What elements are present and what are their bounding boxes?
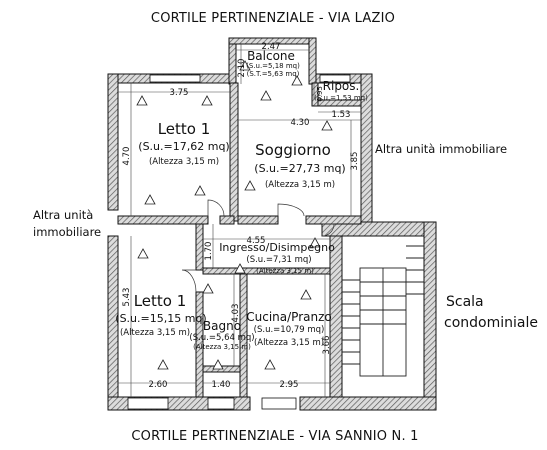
window-letto-top [149,74,201,83]
light-icon [309,237,321,248]
wall-letto2-right-upper [195,223,204,271]
light-icon [201,95,213,106]
room-balcone-su: (S.u.=5,18 mq) [246,62,300,70]
room-bagno-su: (S.u.=5,64 mq) [189,333,254,343]
neighbour-left-line2: immobiliare [33,225,101,239]
stair-drawing [342,245,424,377]
wall-letto-bottom-right [219,215,235,225]
room-bagno-name: Bagno [203,319,241,333]
window-bagno [207,397,235,410]
light-icon [260,90,272,101]
room-cucina-name: Cucina/Pranzo [246,310,331,324]
door-letto-bottom [181,269,197,293]
dimension-lines [118,44,361,397]
wall-soggiorno-bottom-right [305,215,362,225]
dim-soggiorno-w: 4.30 [291,118,310,128]
dim-ingresso-w: 4.55 [247,236,266,246]
dim-letto-top-w: 3.75 [170,88,189,98]
dimension-texts: 2.47 2.10 0.95 1.53 3.75 4.70 4.30 3.85 … [122,42,360,390]
room-balcone-name: Balcone [247,49,295,63]
room-soggiorno-su: (S.u.=27,73 mq) [254,162,345,175]
dim-bottom-b: 1.40 [212,380,231,390]
window-letto-bottom [127,397,169,410]
light-icon [194,185,206,196]
wall-left-upper [107,73,119,211]
door-soggiorno [277,203,305,217]
room-ingresso-h: (Altezza 3,15 m) [256,267,314,275]
windows [127,74,351,410]
dim-soggiorno-h: 3.85 [350,152,360,171]
light-icon [234,263,246,274]
room-ripos-su: (S.u.=1,53 mq) [314,94,368,102]
wall-stair-right [423,221,437,411]
dim-ripos-w: 1.53 [332,110,351,120]
light-icon [202,283,214,294]
caption-top: CORTILE PERTINENZIALE - VIA LAZIO [151,11,395,26]
dim-ingresso-h: 1.70 [204,242,214,261]
window-cucina [261,397,297,410]
light-icon [157,359,169,370]
room-ripos-name: Ripos. [323,79,360,93]
light-icon [264,359,276,370]
walls [107,37,437,411]
wall-balcone-right [308,37,317,85]
stair-label-line1: Scala [446,294,484,310]
room-cucina-su: (S.u.=10,79 mq) [254,325,325,335]
wall-soggiorno-bottom-left [237,215,279,225]
room-labels: Balcone (S.u.=5,18 mq) (S.T.=5,63 mq) Ri… [115,49,368,351]
dim-bottom-c: 2.95 [280,380,299,390]
light-icon [212,359,224,370]
room-letto-top-su: (S.u.=17,62 mq) [138,140,229,153]
dim-bottom-a: 2.60 [149,380,168,390]
room-letto-bottom-su: (S.u.=15,15 mq) [115,312,206,325]
door-entrance [321,223,335,237]
light-icon [239,60,251,71]
wall-stair-left [329,235,343,398]
door-letto-top [207,199,225,217]
room-letto-top-name: Letto 1 [158,120,211,138]
room-ingresso-name: Ingresso/Disimpegno [219,241,335,254]
caption-bottom: CORTILE PERTINENZIALE - VIA SANNIO N. 1 [131,429,418,444]
light-icon [244,180,256,191]
room-soggiorno-name: Soggiorno [255,141,331,159]
light-icon [137,248,149,259]
dim-letto-bottom-h: 5.43 [122,288,132,307]
light-icon [291,75,303,86]
wall-letto-soggiorno [229,82,239,222]
neighbour-left-line1: Altra unità [33,208,93,222]
room-ingresso-su: (S.u.=7,31 mq) [246,255,311,265]
dim-balcone-h: 2.10 [237,59,247,78]
dim-balcone-w: 2.47 [262,42,281,52]
wall-ripos-bottom [317,99,362,107]
door-swings [181,199,335,293]
ceiling-light-symbols [136,60,333,370]
room-letto-top-h: (Altezza 3,15 m) [149,157,219,167]
room-bagno-h: (Altezza 3,15 m) [193,343,251,351]
wall-letto2-right-lower [195,291,204,398]
room-balcone-st: (S.T.=5,63 mq) [247,70,300,78]
room-letto-bottom-name: Letto 1 [134,292,187,310]
neighbour-right: Altra unità immobiliare [375,142,507,156]
room-cucina-h: (Altezza 3,15 m) [254,338,324,348]
room-soggiorno-h: (Altezza 3,15 m) [265,180,335,190]
wall-balcone-left [228,37,237,85]
wall-bottom-right [299,396,437,411]
dim-letto-top-h: 4.70 [122,147,132,166]
dim-ripos-h: 0.95 [316,86,324,102]
light-icon [136,95,148,106]
light-icon [300,289,312,300]
room-letto-bottom-h: (Altezza 3,15 m) [120,328,190,338]
dim-cucina-h: 3.66 [322,336,332,355]
light-icon [321,120,333,131]
stair-label-line2: condominiale [444,315,538,331]
window-ripos [319,74,351,83]
light-icon [144,194,156,205]
dim-bagno-h: 4.03 [231,304,241,323]
wall-ripos-left [311,82,319,107]
wall-bagno-right [239,273,248,398]
wall-letto-bottom-left [117,215,209,225]
